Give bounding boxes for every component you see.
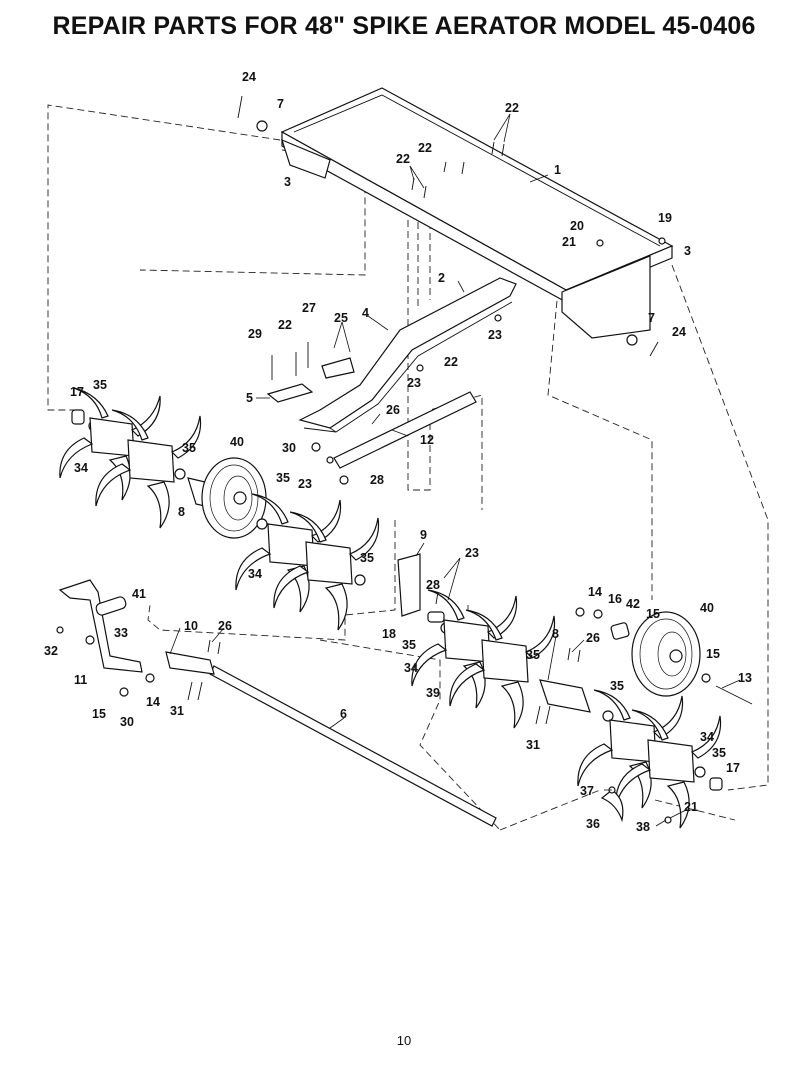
page-title: REPAIR PARTS FOR 48" SPIKE AERATOR MODEL…: [52, 12, 756, 40]
callout-39: 39: [426, 686, 440, 700]
callout-42: 42: [626, 597, 640, 611]
callout-35: 35: [712, 746, 726, 760]
callout-13: 13: [738, 671, 752, 685]
cross-tube-part-12: [333, 391, 477, 469]
wheel-part-40-right: [631, 611, 701, 697]
callout-34: 34: [700, 730, 714, 744]
callout-21: 21: [562, 235, 576, 249]
callout-23: 23: [407, 376, 421, 390]
callout-31: 31: [526, 738, 540, 752]
callout-34: 34: [404, 661, 418, 675]
callout-9: 9: [420, 528, 427, 542]
callout-30: 30: [282, 441, 296, 455]
lever-bracket-part-10: [165, 651, 215, 675]
callout-23: 23: [465, 546, 479, 560]
wheel-part-40-left: [201, 457, 267, 539]
callout-38: 38: [636, 820, 650, 834]
callout-7: 7: [277, 97, 284, 111]
spike-tine-wheels-part-34: [59, 387, 722, 829]
callout-11: 11: [74, 673, 87, 687]
callout-35: 35: [360, 551, 374, 565]
part-callout-labels: 1 2 3 3 4 5 6 7 7 8 8 9 10 11 12 13 14 1…: [44, 70, 752, 834]
callout-28: 28: [426, 578, 440, 592]
callout-29: 29: [248, 327, 262, 341]
callout-8: 8: [552, 627, 559, 641]
callout-32: 32: [44, 644, 58, 658]
leader-lines: [169, 113, 741, 827]
callout-10: 10: [184, 619, 198, 633]
callout-18: 18: [382, 627, 396, 641]
callout-35: 35: [93, 378, 107, 392]
callout-5: 5: [246, 391, 253, 405]
callout-14: 14: [146, 695, 160, 709]
callout-35: 35: [526, 648, 540, 662]
callout-8: 8: [178, 505, 185, 519]
callout-31: 31: [170, 704, 184, 718]
callout-22: 22: [505, 101, 519, 115]
callout-26: 26: [586, 631, 600, 645]
callout-17: 17: [70, 385, 84, 399]
callout-36: 36: [586, 817, 600, 831]
page-number: 10: [396, 1033, 412, 1048]
callout-2: 2: [438, 271, 445, 285]
callout-22: 22: [418, 141, 432, 155]
grip-part-41: [95, 596, 127, 616]
callout-3: 3: [284, 175, 291, 189]
callout-34: 34: [248, 567, 262, 581]
callout-40: 40: [230, 435, 244, 449]
callout-20: 20: [570, 219, 584, 233]
main-tray-part-1: [280, 87, 674, 339]
callout-26: 26: [218, 619, 232, 633]
callout-27: 27: [302, 301, 316, 315]
hitch-bracket-parts-4-5: [266, 357, 355, 403]
callout-14: 14: [588, 585, 602, 599]
callout-30: 30: [120, 715, 134, 729]
callout-26: 26: [386, 403, 400, 417]
callout-15: 15: [92, 707, 106, 721]
callout-23: 23: [298, 477, 312, 491]
callout-21: 21: [684, 800, 698, 814]
callout-23: 23: [488, 328, 502, 342]
callout-40: 40: [700, 601, 714, 615]
callout-37: 37: [580, 784, 594, 798]
callout-35: 35: [610, 679, 624, 693]
callout-22: 22: [396, 152, 410, 166]
callout-24: 24: [672, 325, 686, 339]
callout-22: 22: [278, 318, 292, 332]
callout-15: 15: [646, 607, 660, 621]
callout-3: 3: [684, 244, 691, 258]
callout-28: 28: [370, 473, 384, 487]
callout-35: 35: [402, 638, 416, 652]
callout-35: 35: [276, 471, 290, 485]
tongue-part-2: [298, 277, 517, 433]
callout-15: 15: [706, 647, 720, 661]
callout-6: 6: [340, 707, 347, 721]
bearing-bracket-part-9: [397, 553, 421, 617]
callout-35: 35: [182, 441, 196, 455]
callout-19: 19: [658, 211, 672, 225]
callout-24: 24: [242, 70, 256, 84]
callout-17: 17: [726, 761, 740, 775]
callout-7: 7: [648, 311, 655, 325]
callout-22: 22: [444, 355, 458, 369]
callout-12: 12: [420, 433, 434, 447]
callout-33: 33: [114, 626, 128, 640]
callout-34: 34: [74, 461, 88, 475]
callout-16: 16: [608, 592, 622, 606]
callout-1: 1: [554, 163, 561, 177]
lever-part-11: [58, 579, 143, 673]
callout-25: 25: [334, 311, 348, 325]
callout-4: 4: [362, 306, 369, 320]
callout-41: 41: [132, 587, 146, 601]
